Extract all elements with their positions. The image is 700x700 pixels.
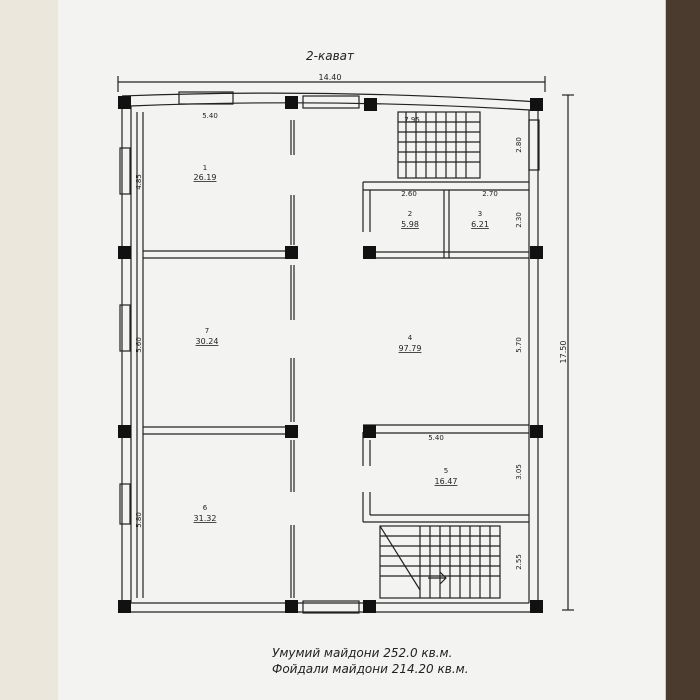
room-7-area: 30.24 <box>196 337 219 346</box>
useful-area-line: Фойдали майдони 214.20 кв.м. <box>272 662 469 676</box>
dim-room3-height: 2.30 <box>515 212 523 228</box>
dim-top-left-room: 5.40 <box>202 112 218 120</box>
room-6-area: 31.32 <box>194 514 217 523</box>
dim-left-seg1: 4.85 <box>135 174 143 190</box>
columns <box>118 96 543 613</box>
stairs-direction-arrow-icon <box>428 571 447 585</box>
room-2-number: 2 <box>408 210 412 218</box>
window-top-2 <box>302 95 360 109</box>
window-left-1 <box>119 147 131 195</box>
room-1-number: 1 <box>203 164 207 172</box>
room-2-area: 5.98 <box>401 220 419 229</box>
dim-left-seg3: 5.80 <box>135 512 143 528</box>
stairs-top-treads <box>398 112 480 178</box>
room-5-number: 5 <box>444 467 448 475</box>
room-6-number: 6 <box>203 504 208 512</box>
dim-room5-width: 5.40 <box>428 434 444 442</box>
room-1-area: 26.19 <box>194 173 217 182</box>
dim-right-mid: 5.70 <box>515 337 523 353</box>
stairs-top <box>397 111 481 179</box>
dim-room5-height: 3.05 <box>515 464 523 480</box>
outer-wall-top-outer <box>121 92 539 103</box>
dim-left-seg2: 5.60 <box>135 337 143 353</box>
dim-room3-width: 2.70 <box>482 190 498 198</box>
room-7-number: 7 <box>205 327 209 335</box>
room-3-number: 3 <box>478 210 482 218</box>
total-area-line: Умумий майдони 252.0 кв.м. <box>272 646 453 660</box>
dim-stair-top-width: 7.95 <box>404 116 420 124</box>
plan-title: 2-кават <box>306 49 355 63</box>
room-4-area: 97.79 <box>399 344 422 353</box>
window-left-2 <box>119 304 131 352</box>
dim-total-width: 14.40 <box>319 73 342 82</box>
dim-stair-bottom-height: 2.55 <box>515 554 523 570</box>
window-left-3 <box>119 483 131 525</box>
stairs-bottom-treads <box>379 525 500 598</box>
room-3-area: 6.21 <box>471 220 489 229</box>
room-4-number: 4 <box>408 334 413 342</box>
room-5-area: 16.47 <box>435 477 458 486</box>
drawing-sheet <box>58 0 666 700</box>
background-paper-edge <box>0 0 62 700</box>
dim-total-height: 17.50 <box>559 341 568 364</box>
window-bottom <box>302 600 360 614</box>
window-right-1 <box>528 119 540 171</box>
window-top-1 <box>178 91 234 105</box>
dim-stair-top-height: 2.80 <box>515 137 523 153</box>
wooden-surface <box>662 0 700 700</box>
dim-room2-width: 2.60 <box>401 190 417 198</box>
